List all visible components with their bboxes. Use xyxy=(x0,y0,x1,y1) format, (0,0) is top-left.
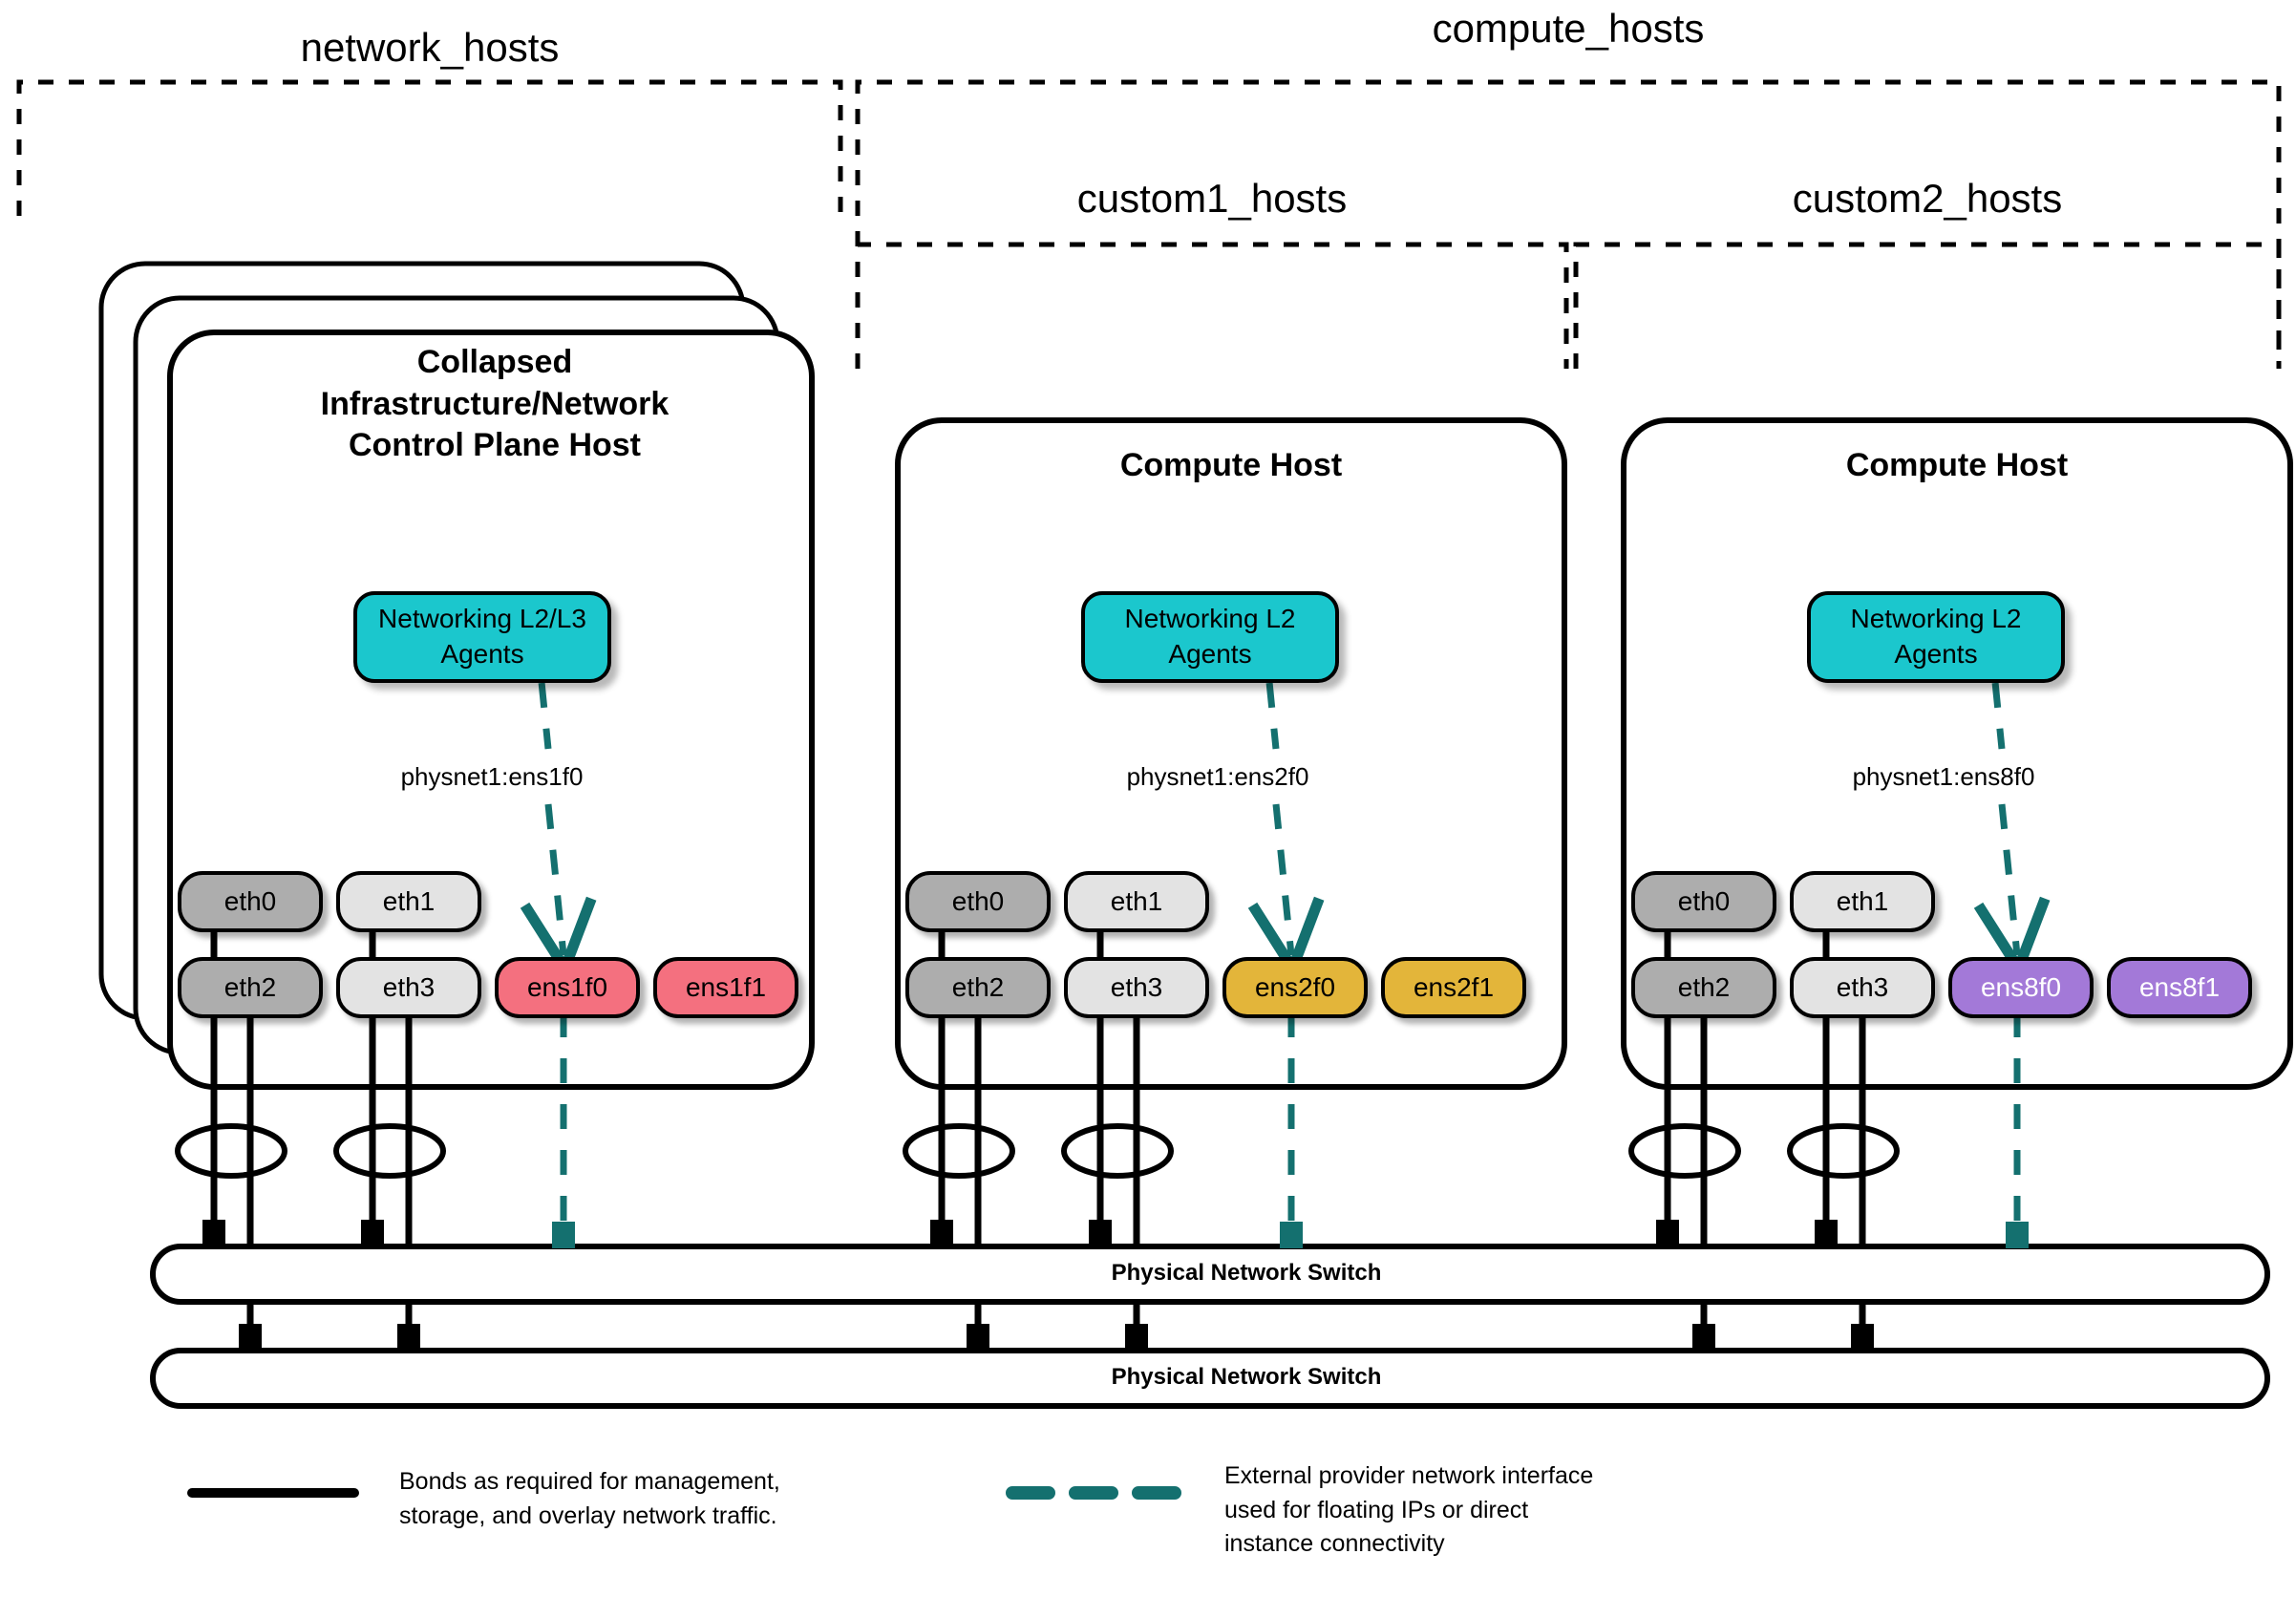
nic-pill-eth2[interactable]: eth2 xyxy=(1631,957,1776,1018)
group-boundary xyxy=(16,79,843,216)
nic-pill-ens8f0[interactable]: ens8f0 xyxy=(1948,957,2094,1018)
host-box xyxy=(1621,417,2293,1090)
physnet-mapping-label: physnet1:ens8f0 xyxy=(1852,762,2035,791)
switch-port xyxy=(1851,1324,1874,1352)
host-box xyxy=(895,417,1567,1090)
nic-pill-ens8f1[interactable]: ens8f1 xyxy=(2107,957,2252,1018)
nic-pill-eth1[interactable]: eth1 xyxy=(336,871,481,932)
bond-ellipse xyxy=(903,1123,1015,1179)
bond-ellipse xyxy=(175,1123,287,1179)
networking-agent-box[interactable]: Networking L2 Agents xyxy=(1081,591,1339,683)
host-title: Compute Host xyxy=(1119,447,1343,483)
nic-pill-ens1f0[interactable]: ens1f0 xyxy=(495,957,640,1018)
nic-pill-eth1[interactable]: eth1 xyxy=(1064,871,1209,932)
switch-port xyxy=(239,1324,262,1352)
group-boundary xyxy=(855,242,1569,369)
legend-description: External provider network interface used… xyxy=(1224,1462,1594,1557)
bond-ellipse xyxy=(333,1123,446,1179)
switch-port xyxy=(1815,1220,1838,1248)
nic-pill-eth3[interactable]: eth3 xyxy=(1064,957,1209,1018)
group-boundary xyxy=(1573,242,2282,369)
switch-port xyxy=(1692,1324,1715,1352)
nic-pill-ens2f1[interactable]: ens2f1 xyxy=(1381,957,1526,1018)
switch-label: Physical Network Switch xyxy=(1111,1364,1382,1390)
host-title: Compute Host xyxy=(1845,447,2069,483)
nic-pill-eth1[interactable]: eth1 xyxy=(1790,871,1935,932)
nic-pill-eth2[interactable]: eth2 xyxy=(178,957,323,1018)
nic-pill-eth0[interactable]: eth0 xyxy=(1631,871,1776,932)
group-label-custom2-hosts: custom2_hosts xyxy=(1792,176,2063,221)
switch-port xyxy=(202,1220,225,1248)
nic-pill-eth0[interactable]: eth0 xyxy=(905,871,1051,932)
group-label-network-hosts: network_hosts xyxy=(300,25,560,70)
physical-network-switch xyxy=(150,1348,2270,1409)
switch-ports xyxy=(202,1220,2029,1352)
host-box xyxy=(167,330,815,1090)
group-label-compute-hosts: compute_hosts xyxy=(1432,6,1705,51)
physical-network-switch xyxy=(150,1244,2270,1305)
bond-ellipse xyxy=(1787,1123,1900,1179)
provider-link-upper xyxy=(538,682,552,750)
nic-pill-ens2f0[interactable]: ens2f0 xyxy=(1222,957,1368,1018)
nic-pill-eth0[interactable]: eth0 xyxy=(178,871,323,932)
legend-description: Bonds as required for management, storag… xyxy=(399,1468,780,1529)
provider-link-upper xyxy=(1991,682,2006,750)
legend-swatch-solid xyxy=(187,1488,359,1498)
networking-agent-box[interactable]: Networking L2 Agents xyxy=(1807,591,2065,683)
nic-pill-eth3[interactable]: eth3 xyxy=(336,957,481,1018)
switch-port xyxy=(967,1324,989,1352)
nic-pill-eth3[interactable]: eth3 xyxy=(1790,957,1935,1018)
nic-pill-ens1f1[interactable]: ens1f1 xyxy=(653,957,798,1018)
nic-pill-eth2[interactable]: eth2 xyxy=(905,957,1051,1018)
physnet-mapping-label: physnet1:ens1f0 xyxy=(400,762,584,791)
physical-switches xyxy=(150,1244,2270,1409)
networking-agent-box[interactable]: Networking L2/L3 Agents xyxy=(353,591,611,683)
group-label-custom1-hosts: custom1_hosts xyxy=(1076,176,1348,221)
bond-ellipse xyxy=(1628,1123,1741,1179)
bond-ellipses xyxy=(175,1123,1900,1179)
group-boundary xyxy=(855,79,2282,369)
physnet-mapping-label: physnet1:ens2f0 xyxy=(1126,762,1309,791)
bond-ellipse xyxy=(1061,1123,1174,1179)
switch-port xyxy=(930,1220,953,1248)
switch-port xyxy=(361,1220,384,1248)
switch-port xyxy=(1125,1324,1148,1352)
switch-label: Physical Network Switch xyxy=(1111,1260,1382,1286)
legend-swatches xyxy=(187,1486,1201,1500)
group-boundaries xyxy=(16,79,2282,369)
provider-network-links xyxy=(538,682,2017,1246)
host-title: Collapsed Infrastructure/Network Control… xyxy=(320,344,670,464)
switch-port xyxy=(397,1324,420,1352)
switch-port xyxy=(1089,1220,1112,1248)
switch-port xyxy=(1656,1220,1679,1248)
provider-link-upper xyxy=(1265,682,1280,750)
